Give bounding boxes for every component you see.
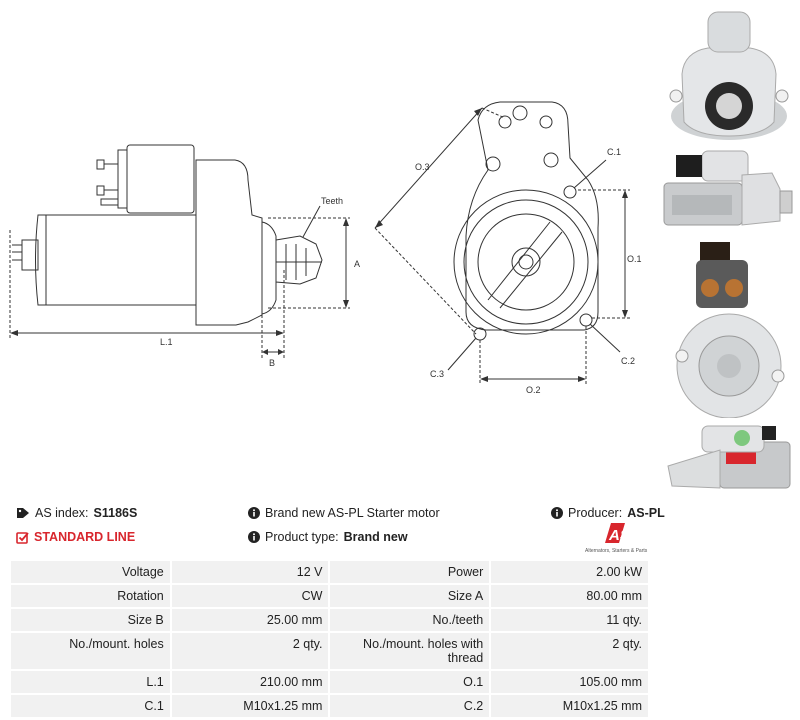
spec-label: No./mount. holes — [11, 633, 170, 669]
product-photo-angle — [662, 422, 796, 494]
label-a: A — [354, 259, 360, 269]
table-row: No./mount. holes 2 qty. No./mount. holes… — [11, 633, 648, 669]
as-index-value: S1186S — [93, 506, 138, 520]
spec-value: CW — [171, 585, 329, 607]
table-row: L.1 210.00 mm O.1 105.00 mm — [11, 671, 648, 693]
spec-value: 2 qty. — [171, 633, 329, 669]
flange-outline — [465, 101, 599, 331]
table-row: Voltage 12 V Power 2.00 kW — [11, 561, 648, 583]
spec-value: 80.00 mm — [491, 585, 648, 607]
technical-drawing: Teeth A B L.1 O.3 C.1 O.1 C.2 C.3 O.2 — [9, 101, 642, 395]
tag-icon — [17, 508, 29, 518]
product-photo-rear — [662, 238, 796, 418]
bolt-hole-top — [512, 105, 528, 121]
spec-label: Power — [330, 561, 490, 583]
standard-line: STANDARD LINE — [16, 530, 135, 544]
producer-value: AS-PL — [627, 506, 665, 520]
brand-info: Brand new AS-PL Starter motor — [248, 506, 440, 520]
spec-label: Size A — [330, 585, 490, 607]
info-icon — [248, 507, 260, 519]
as-index-label: AS index: — [35, 506, 89, 520]
motor-body — [35, 214, 197, 306]
spec-label: Voltage — [11, 561, 170, 583]
product-type-value: Brand new — [343, 530, 408, 544]
drive-housing — [195, 159, 263, 326]
label-l1: L.1 — [160, 337, 173, 347]
table-row: C.1 M10x1.25 mm C.2 M10x1.25 mm — [11, 695, 648, 717]
producer-label: Producer: — [568, 506, 623, 520]
pinion — [275, 235, 323, 285]
label-c2: C.2 — [621, 356, 635, 366]
spec-label: C.2 — [330, 695, 490, 717]
check-square-icon — [16, 531, 29, 544]
product-type: Product type: Brand new — [248, 530, 408, 544]
spec-value: 12 V — [171, 561, 329, 583]
mount-hole-c1 — [563, 185, 577, 199]
spec-label: No./mount. holes with thread — [330, 633, 490, 669]
flange-circle-outer — [453, 189, 599, 335]
label-o1: O.1 — [627, 254, 642, 264]
table-row: Size B 25.00 mm No./teeth 11 qty. — [11, 609, 648, 631]
product-photo-side — [662, 145, 796, 235]
label-c3: C.3 — [430, 369, 444, 379]
spec-value: 11 qty. — [491, 609, 648, 631]
solenoid-body — [126, 144, 195, 214]
table-row: Rotation CW Size A 80.00 mm — [11, 585, 648, 607]
spec-label: C.1 — [11, 695, 170, 717]
logo-text: AS — [608, 527, 630, 544]
info-icon — [248, 531, 260, 543]
spec-table: Voltage 12 V Power 2.00 kW Rotation CW S… — [9, 559, 650, 719]
logo-caption: Alternators, Starters & Parts — [585, 548, 648, 554]
spec-label: O.1 — [330, 671, 490, 693]
spec-label: L.1 — [11, 671, 170, 693]
label-o3: O.3 — [415, 162, 430, 172]
label-teeth: Teeth — [321, 196, 343, 206]
label-b: B — [269, 358, 275, 368]
spec-value: 210.00 mm — [171, 671, 329, 693]
spec-value: 25.00 mm — [171, 609, 329, 631]
brand-text: Brand new AS-PL Starter motor — [265, 506, 440, 520]
product-photo-front — [662, 4, 796, 142]
spec-value: 2.00 kW — [491, 561, 648, 583]
as-index: AS index: S1186S — [16, 506, 137, 520]
standard-line-text: STANDARD LINE — [34, 530, 136, 544]
spec-label: No./teeth — [330, 609, 490, 631]
label-o2: O.2 — [526, 385, 541, 395]
product-type-label: Product type: — [265, 530, 339, 544]
spec-value: 105.00 mm — [491, 671, 648, 693]
spec-value: 2 qty. — [491, 633, 648, 669]
spec-label: Size B — [11, 609, 170, 631]
producer: Producer: AS-PL — [551, 506, 665, 520]
spec-value: M10x1.25 mm — [491, 695, 648, 717]
spec-value: M10x1.25 mm — [171, 695, 329, 717]
info-icon — [551, 507, 563, 519]
as-logo: AS Alternators, Starters & Parts — [585, 523, 648, 554]
label-c1: C.1 — [607, 147, 621, 157]
spec-label: Rotation — [11, 585, 170, 607]
